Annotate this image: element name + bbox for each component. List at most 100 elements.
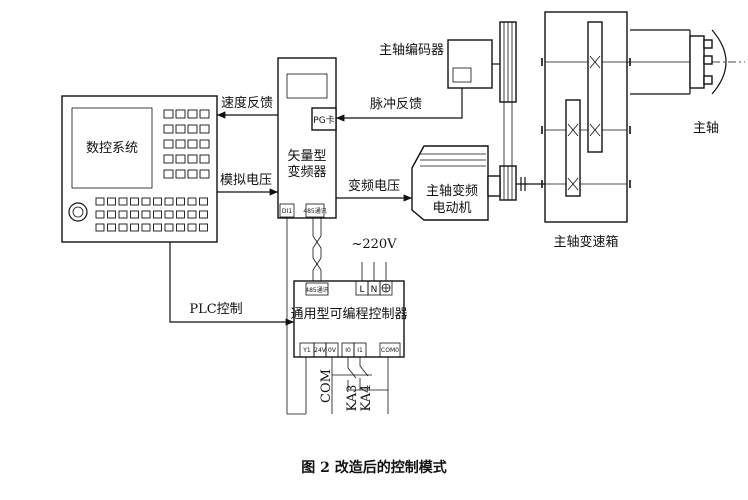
- cnc-key: [176, 210, 185, 219]
- cnc-key: [199, 109, 210, 119]
- cnc-key: [199, 197, 208, 206]
- cnc-key: [130, 223, 139, 232]
- cnc-key: [199, 169, 210, 179]
- motor-label-1: 主轴变频: [426, 183, 478, 199]
- pulse-feedback-arrow: [336, 88, 463, 122]
- vfd-unit: PG卡 矢量型 变频器 DI1 485通讯: [277, 57, 337, 219]
- cnc-key: [163, 139, 174, 149]
- cnc-key: [153, 197, 162, 206]
- cnc-key: [187, 223, 197, 232]
- belt-drive: [499, 21, 517, 201]
- vfd-rs485-label: 485通讯: [303, 207, 326, 215]
- ka4-label: KA4: [359, 385, 374, 412]
- pg-card-label: PG卡: [313, 114, 334, 126]
- cnc-key: [163, 109, 174, 119]
- cnc-key: [187, 139, 198, 149]
- term-l-label: L: [359, 285, 364, 295]
- spindle-encoder: 主轴编码器: [379, 39, 500, 89]
- cnc-key: [199, 139, 210, 149]
- term-0v-label: 0V: [328, 347, 337, 354]
- cnc-key: [95, 197, 105, 206]
- spindle: 主轴: [630, 29, 745, 136]
- cnc-key: [153, 223, 162, 232]
- cnc-screen: [71, 107, 153, 189]
- term-24v-label: 24V: [314, 347, 327, 354]
- spindle-label: 主轴: [693, 121, 719, 136]
- cnc-key: [95, 223, 105, 232]
- cnc-unit: 数控系统: [61, 95, 218, 243]
- pulse-feedback-label: 脉冲反馈: [370, 97, 422, 112]
- cnc-key: [107, 210, 116, 219]
- cnc-key: [141, 223, 151, 232]
- cnc-key: [187, 210, 197, 219]
- spindle-motor: 主轴变频 电动机: [411, 145, 501, 221]
- vfd-label-1: 矢量型: [287, 149, 326, 164]
- freq-voltage-label: 变频电压: [348, 178, 400, 194]
- encoder-label: 主轴编码器: [379, 43, 444, 58]
- cnc-key: [199, 210, 208, 219]
- cnc-label: 数控系统: [86, 141, 138, 156]
- cnc-key: [153, 210, 162, 219]
- cnc-key: [187, 197, 197, 206]
- cnc-key: [130, 210, 139, 219]
- cnc-key: [199, 124, 210, 134]
- vfd-display: [286, 73, 328, 99]
- term-y1-label: Y1: [302, 347, 311, 354]
- cnc-knob-icon: [68, 202, 88, 222]
- cnc-key: [141, 197, 151, 206]
- cnc-key: [187, 109, 198, 119]
- term-com0-label: COM0: [381, 347, 399, 354]
- cnc-key: [118, 223, 128, 232]
- gearbox: 主轴变速箱: [541, 11, 690, 250]
- rs485-link: [312, 217, 322, 281]
- cnc-key: [163, 169, 174, 179]
- cnc-key: [163, 154, 174, 164]
- vfd-label-2: 变频器: [287, 164, 326, 180]
- cnc-key: [199, 154, 210, 164]
- cnc-key: [175, 109, 186, 119]
- term-n-label: N: [371, 285, 378, 295]
- cnc-key: [164, 210, 174, 219]
- plc-label: 通用型可编程控制器: [290, 307, 407, 322]
- cnc-key: [107, 197, 116, 206]
- cnc-key: [107, 223, 116, 232]
- cnc-keypad-bottom: [95, 197, 208, 232]
- cnc-key: [187, 154, 198, 164]
- di1-label: DI1: [282, 208, 292, 215]
- plc-rs485-port: [305, 282, 329, 296]
- vfd-rs485-port: [305, 203, 325, 218]
- analog-voltage-label: 模拟电压: [220, 173, 272, 188]
- plc-control-label: PLC控制: [189, 302, 242, 317]
- plc-rs485-label: 485通讯: [305, 286, 328, 294]
- gearbox-label: 主轴变速箱: [553, 234, 618, 250]
- cnc-key: [95, 210, 105, 219]
- cnc-key: [187, 124, 198, 134]
- plc-control-arrow: [169, 242, 294, 326]
- figure-caption: 图 2 改造后的控制模式: [301, 459, 447, 476]
- cnc-key: [176, 197, 185, 206]
- cnc-key: [175, 169, 186, 179]
- cnc-key: [130, 197, 139, 206]
- cnc-key: [118, 197, 128, 206]
- motor-label-2: 电动机: [432, 201, 471, 216]
- plc-unit: 485通讯 L N 通用型可编程控制器 Y1 24V 0V I0 I1 COM0: [290, 280, 408, 358]
- cnc-key: [175, 154, 186, 164]
- cnc-keypad-right: [163, 109, 210, 179]
- cnc-key: [175, 124, 186, 134]
- cnc-key: [163, 124, 174, 134]
- cnc-key: [199, 223, 208, 232]
- cnc-key: [164, 223, 174, 232]
- term-i0-label: I0: [345, 347, 351, 354]
- cnc-key: [175, 139, 186, 149]
- com-label: COM: [319, 369, 334, 403]
- cnc-key: [141, 210, 151, 219]
- cnc-key: [176, 223, 185, 232]
- cnc-key: [118, 210, 128, 219]
- speed-feedback-label: 速度反馈: [221, 95, 273, 111]
- cnc-key: [164, 197, 174, 206]
- supply-label: ~220V: [351, 237, 397, 252]
- cnc-key: [187, 169, 198, 179]
- ka3-label: KA3: [345, 385, 360, 412]
- term-i1-label: I1: [357, 347, 363, 354]
